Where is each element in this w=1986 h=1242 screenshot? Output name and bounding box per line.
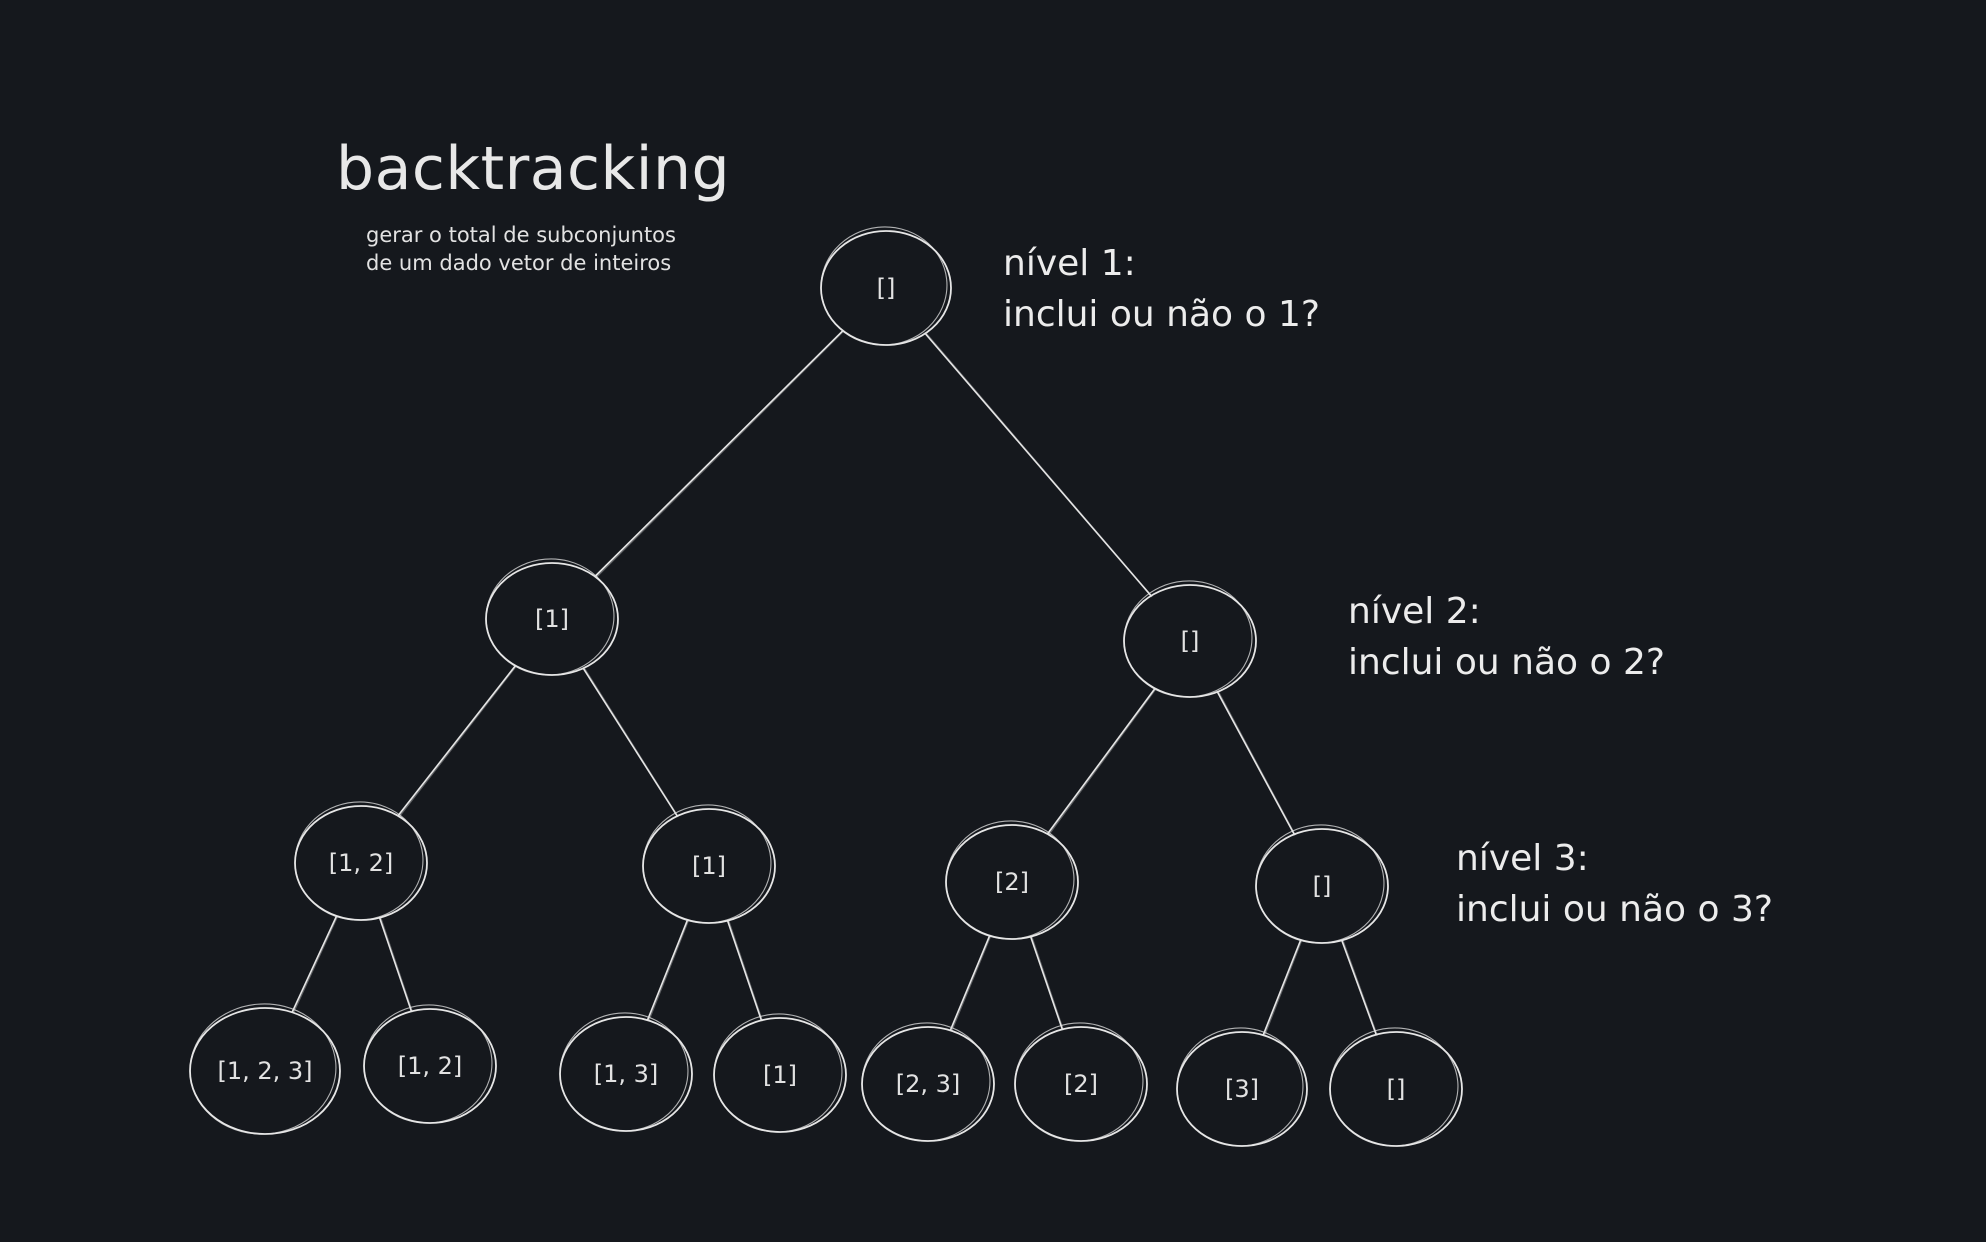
node-label: [1] (535, 605, 569, 633)
tree-node-l4-8: [] (1329, 1027, 1463, 1147)
node-label: [2] (995, 868, 1029, 896)
node-label: [] (1313, 872, 1332, 900)
tree-edge-sketch (950, 935, 992, 1032)
tree-edge (1046, 688, 1156, 835)
node-label: [2] (1064, 1070, 1098, 1098)
tree-node-l3-3: [2] (945, 820, 1079, 940)
tree-node-l4-3: [1, 3] (559, 1012, 693, 1132)
tree-edge-sketch (1263, 939, 1303, 1037)
level-2-question: inclui ou não o 2? (1348, 642, 1665, 683)
subtitle-line-1: gerar o total de subconjuntos (366, 223, 676, 247)
node-label: [] (877, 274, 896, 302)
tree-node-l4-7: [3] (1176, 1027, 1308, 1147)
tree-edge (726, 920, 763, 1021)
subtitle-line-2: de um dado vetor de inteiros (366, 251, 671, 275)
tree-node-l2-exclude: [] (1123, 580, 1257, 698)
node-label: [] (1181, 627, 1200, 655)
node-label: [1, 2] (398, 1052, 463, 1080)
tree-edge (949, 935, 991, 1031)
tree-edge-sketch (292, 915, 339, 1014)
tree-edge-sketch (398, 665, 518, 818)
tree-edge-sketch (1342, 940, 1378, 1036)
level-2-heading: nível 2: (1348, 591, 1481, 632)
tree-edge (378, 917, 413, 1012)
tree-edge-sketch (727, 920, 764, 1022)
tree-edge (1341, 940, 1377, 1035)
level-3-question: inclui ou não o 3? (1456, 889, 1773, 930)
tree-edge-sketch (379, 917, 414, 1013)
tree-edge-sketch (595, 330, 845, 579)
node-label: [1] (692, 852, 726, 880)
node-label: [3] (1225, 1075, 1259, 1103)
tree-node-l3-1: [1, 2] (294, 801, 428, 921)
tree-edge (397, 665, 517, 817)
tree-edge (291, 915, 338, 1013)
level-1-heading: nível 1: (1003, 243, 1136, 284)
tree-node-l4-4: [1] (713, 1013, 847, 1133)
tree-node-l2-include: [1] (485, 558, 619, 676)
tree-node-l4-6: [2] (1014, 1022, 1148, 1142)
tree-edge (1029, 936, 1064, 1030)
tree-nodes: [] [1] [] [1, 2] [1] [2] (189, 226, 1463, 1147)
node-label: [] (1387, 1075, 1406, 1103)
tree-edge-sketch (1047, 688, 1157, 836)
tree-node-root: [] (820, 226, 952, 346)
diagram-title: backtracking (336, 134, 730, 204)
tree-edge (1216, 691, 1295, 835)
tree-edge-sketch (647, 919, 690, 1022)
tree-edge-sketch (583, 667, 679, 818)
tree-edge (924, 332, 1152, 597)
tree-edge-sketch (1030, 936, 1065, 1031)
node-label: [1] (763, 1061, 797, 1089)
node-label: [1, 3] (594, 1060, 659, 1088)
tree-node-l3-2: [1] (642, 804, 776, 924)
node-label: [1, 2, 3] (217, 1057, 312, 1085)
tree-node-l4-1: [1, 2, 3] (189, 1003, 341, 1135)
node-label: [2, 3] (896, 1070, 961, 1098)
level-3-heading: nível 3: (1456, 838, 1589, 879)
tree-node-l4-5: [2, 3] (861, 1022, 995, 1142)
tree-edge-sketch (1217, 691, 1296, 836)
tree-edge (1262, 939, 1302, 1036)
tree-edge (594, 330, 844, 578)
node-label: [1, 2] (329, 849, 394, 877)
tree-node-l3-4: [] (1255, 824, 1389, 944)
tree-node-l4-2: [1, 2] (363, 1004, 497, 1124)
tree-edge (582, 667, 678, 817)
tree-edge-sketch (925, 332, 1153, 598)
level-1-question: inclui ou não o 1? (1003, 294, 1320, 335)
tree-edge (646, 919, 689, 1021)
tree-edges (291, 330, 1378, 1037)
